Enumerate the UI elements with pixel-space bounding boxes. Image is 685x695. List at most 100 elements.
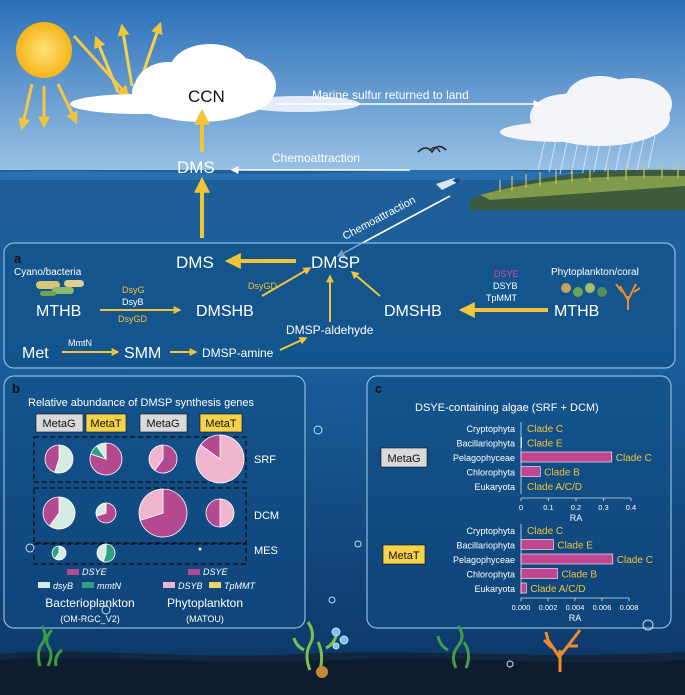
pie-dot (198, 547, 202, 551)
panel-a-dms: DMS (176, 253, 214, 272)
panel-c-metag-label: MetaG (387, 453, 420, 465)
category-label: Chlorophyta (466, 570, 515, 580)
phytoplankton-icon (561, 283, 607, 297)
clade-label: Clade C (527, 526, 563, 537)
bubbles-icon (25, 425, 654, 668)
legend-dsye-right: DSYE (203, 567, 229, 577)
clade-label: Clade C (616, 453, 652, 464)
birds-icon (417, 145, 447, 154)
bar (520, 582, 527, 594)
bar (520, 553, 614, 565)
clade-label: Clade E (557, 541, 593, 552)
pie-slice (138, 488, 164, 521)
tick-label: 0.2 (571, 503, 581, 512)
pie-slice (205, 498, 221, 528)
header-metag-2: MetaG (146, 418, 179, 430)
panel-b-title: Relative abundance of DMSP synthesis gen… (28, 397, 255, 409)
fish-icon (436, 178, 460, 190)
mthb-right: MTHB (554, 303, 599, 320)
tick-label: 0.4 (626, 503, 636, 512)
clade-label: Clade E (527, 439, 563, 450)
panel-a-letter: a (14, 251, 22, 266)
sun-icon (16, 21, 163, 131)
pie-slice (148, 444, 164, 471)
dsygd-label-1: DsyGD (118, 314, 148, 324)
metat-bar-chart: Cryptophyta Clade C Bacillariophyta Clade E… (453, 524, 653, 623)
sea-surface (0, 170, 685, 180)
bar (520, 568, 558, 579)
group-bacterioplankton-sub: (OM-RGC_V2) (60, 614, 120, 624)
chemoattraction-label-1: Chemoattraction (272, 151, 360, 165)
pie-slice (139, 488, 188, 538)
clade-label: Clade A/C/D (530, 584, 585, 595)
category-label: Bacillariophyta (456, 541, 515, 551)
panel-b: b Relative abundance of DMSP synthesis g… (3, 375, 306, 629)
dsyg-label: DsyG (122, 285, 145, 295)
legend-tpmmt: TpMMT (224, 581, 256, 591)
tick-label: 0.008 (620, 603, 639, 612)
pie-slice (54, 545, 67, 561)
category-label: Bacillariophyta (456, 439, 515, 449)
seaweed-right-icon (436, 625, 471, 669)
ccn-label: CCN (188, 87, 225, 106)
smm-label: SMM (124, 345, 161, 362)
legend-dsyb-swatch-left (38, 582, 50, 588)
legend-dsye-left: DSYE (82, 567, 108, 577)
legend-dsye-swatch-left (67, 569, 79, 575)
marsh-land (470, 164, 685, 210)
axis-label: RA (570, 513, 583, 523)
mmtn-label: MmtN (68, 338, 92, 348)
clade-label: Clade B (544, 468, 580, 479)
category-label: Chlorophyta (466, 468, 515, 478)
dsygd-label-2: DsyGD (248, 281, 278, 291)
legend-mmtn-swatch (82, 582, 94, 588)
dmsp-amine-label: DMSP-amine (202, 346, 274, 360)
pie-slice (154, 444, 178, 474)
header-metat-1: MetaT (90, 418, 121, 430)
axis-label: RA (569, 613, 582, 623)
category-label: Cryptophyta (466, 424, 515, 434)
header-metat-2: MetaT (205, 418, 236, 430)
sea-plant-icon (292, 621, 338, 678)
panel-c-metat-label: MetaT (388, 550, 419, 562)
clade-label: Clade B (561, 570, 597, 581)
cyano-label: Cyano/bacteria (14, 267, 82, 278)
phyto-coral-label: Phytoplankton/coral (551, 267, 639, 278)
pie-slice (219, 498, 235, 528)
row-mes: MES (254, 545, 278, 557)
panel-a-dmsp: DMSP (311, 253, 360, 272)
bar (520, 451, 613, 463)
legend-tpmmt-swatch (209, 582, 221, 588)
clade-label: Clade C (527, 424, 563, 435)
met-label: Met (22, 345, 49, 362)
pie-slice (96, 543, 107, 563)
category-label: Cryptophyta (466, 526, 515, 536)
tick-label: 0.004 (566, 603, 585, 612)
tick-label: 0.006 (593, 603, 612, 612)
category-label: Pelagophyceae (453, 555, 515, 565)
tick-label: 0.000 (512, 603, 531, 612)
group-bacterioplankton: Bacterioplankton (45, 596, 134, 610)
dmshb-right: DMSHB (384, 303, 442, 320)
category-label: Pelagophyceae (453, 453, 515, 463)
category-label: Eukaryota (474, 584, 515, 594)
panel-a: a DMS DMSP Cyano/bacteria MTHB DsyG DsyB… (3, 242, 676, 369)
legend-mmtn: mmtN (97, 581, 121, 591)
dsyb-label: DsyB (122, 297, 144, 307)
top-dms-label: DMS (177, 158, 215, 177)
pie-slice (42, 496, 60, 527)
group-phytoplankton: Phytoplankton (167, 596, 243, 610)
panel-b-letter: b (12, 381, 20, 396)
pie-slice (44, 444, 60, 473)
dsyb-upper-label: DSYB (493, 281, 518, 291)
pie-slice (95, 502, 107, 517)
panel-c-title: DSYE-containing algae (SRF + DCM) (415, 402, 599, 414)
group-phytoplankton-sub: (MATOU) (186, 614, 224, 624)
row-srf: SRF (254, 454, 276, 466)
dmsp-aldehyde-label: DMSP-aldehyde (286, 323, 374, 337)
header-metag-1: MetaG (42, 418, 75, 430)
row-dcm: DCM (254, 510, 279, 522)
rain-cloud-icon (500, 76, 672, 146)
